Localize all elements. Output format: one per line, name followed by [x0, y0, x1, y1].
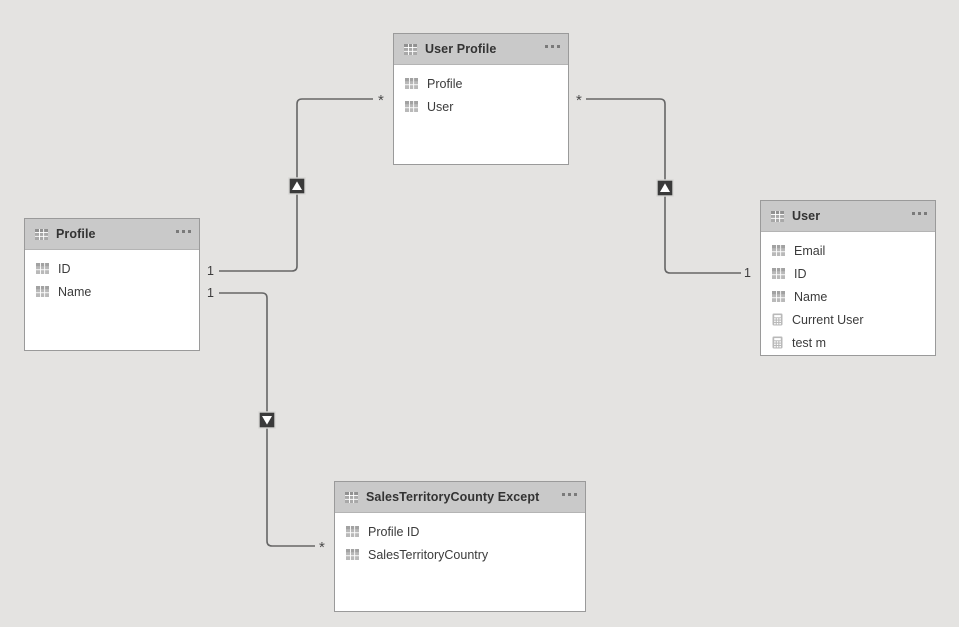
column-row[interactable]: Profile — [394, 72, 568, 95]
table-title: SalesTerritoryCounty Except — [366, 490, 540, 504]
table-icon — [36, 286, 49, 297]
table-title: User Profile — [425, 42, 497, 56]
table-icon — [346, 526, 359, 537]
table-title: Profile — [56, 227, 96, 241]
column-row[interactable]: SalesTerritoryCountry — [335, 543, 585, 566]
relationship-profile-to-salesterritory[interactable] — [219, 292, 315, 547]
table-icon — [772, 245, 785, 256]
column-row[interactable]: Name — [25, 280, 199, 303]
table-menu-ellipsis-icon[interactable] — [912, 212, 927, 220]
field-label: Name — [794, 289, 828, 304]
field-label: Email — [794, 243, 826, 258]
column-row[interactable]: Profile ID — [335, 520, 585, 543]
relationship-line[interactable] — [219, 98, 373, 272]
table-icon — [772, 291, 785, 302]
table-card-header[interactable]: Profile — [25, 219, 199, 250]
field-label: ID — [794, 266, 807, 281]
table-icon — [404, 43, 417, 55]
table-icon — [772, 268, 785, 279]
table-icon — [345, 491, 358, 503]
cardinality-label-from: 1 — [207, 286, 214, 300]
measure-row[interactable]: Current User — [761, 308, 935, 331]
table-title: User — [792, 209, 821, 223]
cardinality-label-from: 1 — [207, 264, 214, 278]
table-menu-ellipsis-icon[interactable] — [176, 230, 191, 238]
column-row[interactable]: User — [394, 95, 568, 118]
relationship-user-profile-to-user[interactable] — [586, 98, 741, 274]
table-card-header[interactable]: SalesTerritoryCounty Except — [335, 482, 585, 513]
table-icon — [405, 78, 418, 89]
column-row[interactable]: Name — [761, 285, 935, 308]
cardinality-label-from: 1 — [744, 266, 751, 280]
column-row[interactable]: ID — [761, 262, 935, 285]
cardinality-label-to: * — [576, 92, 582, 109]
table-icon — [36, 263, 49, 274]
table-card-header[interactable]: User — [761, 201, 935, 232]
field-label: User — [427, 99, 454, 114]
table-icon — [405, 101, 418, 112]
table-field-list: Profile ID SalesTerritoryCountry — [335, 513, 585, 566]
table-field-list: ID Name — [25, 250, 199, 303]
relationship-profile-to-user-profile[interactable] — [219, 98, 373, 272]
relationship-line[interactable] — [219, 292, 315, 547]
measure-icon — [772, 313, 783, 326]
relationship-line[interactable] — [586, 98, 741, 274]
field-label: ID — [58, 261, 71, 276]
table-icon — [346, 549, 359, 560]
measure-row[interactable]: test m — [761, 331, 935, 354]
column-row[interactable]: ID — [25, 257, 199, 280]
table-icon — [771, 210, 784, 222]
field-label: Name — [58, 284, 92, 299]
table-icon — [35, 228, 48, 240]
field-label: SalesTerritoryCountry — [368, 547, 489, 562]
column-row[interactable]: Email — [761, 239, 935, 262]
field-label: Profile ID — [368, 524, 420, 539]
measure-icon — [772, 336, 783, 349]
table-card-header[interactable]: User Profile — [394, 34, 568, 65]
cardinality-label-to: * — [319, 539, 325, 556]
cardinality-label-to: * — [378, 92, 384, 109]
field-label: test m — [792, 335, 827, 350]
field-label: Profile — [427, 76, 463, 91]
table-menu-ellipsis-icon[interactable] — [545, 45, 560, 53]
field-label: Current User — [792, 312, 864, 327]
table-menu-ellipsis-icon[interactable] — [562, 493, 577, 501]
